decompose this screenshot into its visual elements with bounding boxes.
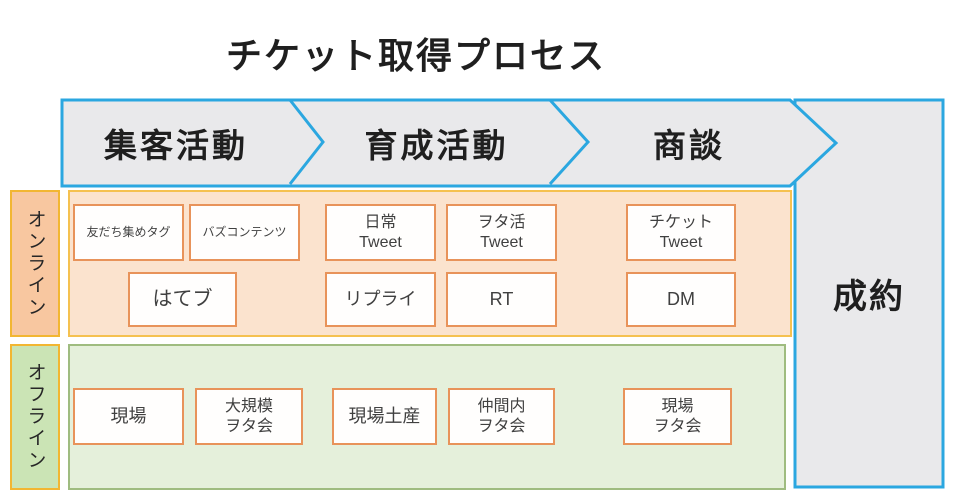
stage-negotiation: 商談	[653, 127, 725, 164]
band-arrow-shape	[60, 98, 839, 188]
node-otaku-tweet: ヲタ活 Tweet	[446, 204, 557, 261]
node-genba-otakai: 現場 ヲタ会	[623, 388, 732, 445]
node-large-otakai: 大規模 ヲタ会	[195, 388, 303, 445]
result-box-shape	[793, 98, 945, 489]
lane-label-online: オンライン	[10, 190, 60, 337]
node-ticket-tweet: チケット Tweet	[626, 204, 736, 261]
node-friend-tag: 友だち集めタグ	[73, 204, 184, 261]
stage-nurture: 育成活動	[364, 127, 509, 164]
node-hatebu: はてブ	[128, 272, 237, 327]
node-daily-tweet: 日常 Tweet	[325, 204, 436, 261]
node-retweet: RT	[446, 272, 557, 327]
node-genba: 現場	[73, 388, 184, 445]
chevron-separator-1	[288, 99, 325, 185]
node-dm: DM	[626, 272, 736, 327]
node-buzz-content: バズコンテンツ	[189, 204, 300, 261]
node-genba-miyage: 現場土産	[332, 388, 437, 445]
result-label: 成約	[833, 278, 905, 316]
stage-attract: 集客活動	[104, 127, 248, 164]
node-friends-otakai: 仲間内 ヲタ会	[448, 388, 555, 445]
chevron-separator-2	[548, 98, 591, 186]
node-reply: リプライ	[325, 272, 436, 327]
lane-label-offline: オフライン	[10, 344, 60, 490]
page-title: チケット取得プロセス	[226, 35, 607, 76]
